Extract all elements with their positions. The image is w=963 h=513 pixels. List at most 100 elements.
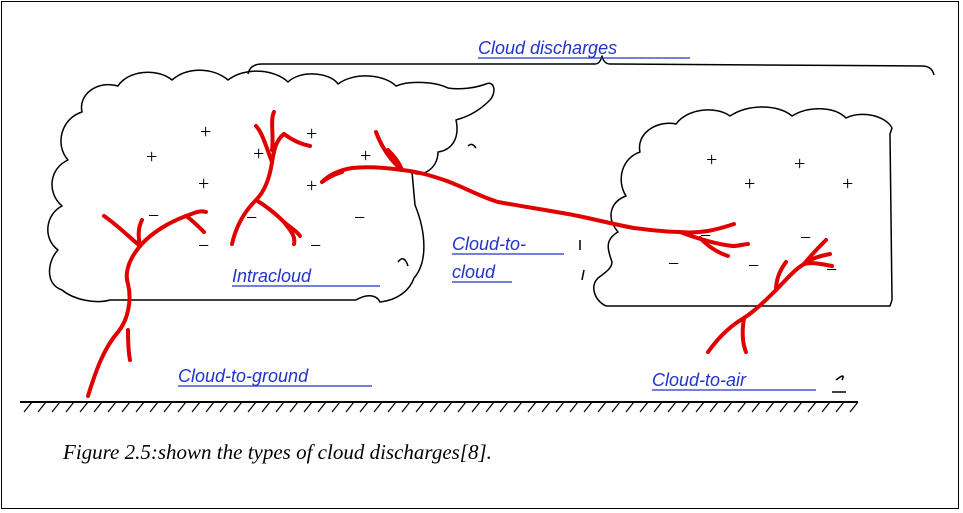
hatch-mark — [37, 401, 47, 413]
intracloud-bolt — [230, 110, 312, 246]
negative-charge: − — [148, 205, 159, 227]
hatch-mark — [541, 401, 551, 413]
hatch-mark — [191, 401, 201, 413]
hatch-mark — [303, 401, 313, 413]
hatch-mark — [121, 401, 131, 413]
hatch-mark — [289, 401, 299, 413]
discharge-bracket — [247, 55, 935, 76]
hatch-mark — [807, 401, 817, 413]
right-cloud-charges: + + + + − − − − − — [668, 149, 853, 281]
hatch-mark — [625, 401, 635, 413]
right-cloud-outline — [593, 106, 893, 307]
cloud-to-ground-bolt — [86, 209, 208, 398]
hatch-mark — [695, 401, 705, 413]
hatch-mark — [317, 401, 327, 413]
hatch-mark — [261, 401, 271, 413]
cloud-to-cloud-label-line2: cloud — [452, 262, 496, 282]
negative-charge: − — [826, 259, 837, 281]
cloud-to-air-bolt — [706, 238, 834, 354]
hatch-mark — [681, 401, 691, 413]
negative-charge: − — [748, 255, 759, 277]
positive-charge: + — [360, 145, 371, 167]
negative-charge: − — [310, 235, 321, 257]
hatch-mark — [401, 401, 411, 413]
hatch-mark — [611, 401, 621, 413]
hatch-mark — [79, 401, 89, 413]
hatch-mark — [443, 401, 453, 413]
hatch-mark — [205, 401, 215, 413]
hatch-mark — [723, 401, 733, 413]
hatch-mark — [779, 401, 789, 413]
positive-charge: + — [744, 173, 755, 195]
negative-charge: − — [198, 235, 209, 257]
hatch-mark — [359, 401, 369, 413]
hatch-mark — [639, 401, 649, 413]
hatch-mark — [219, 401, 229, 413]
hatch-mark — [709, 401, 719, 413]
hatch-mark — [275, 401, 285, 413]
hatch-mark — [107, 401, 117, 413]
hatch-mark — [457, 401, 467, 413]
right-cloud-detail — [835, 375, 844, 381]
positive-charge: + — [794, 153, 805, 175]
left-cloud-charges: + + + + + + + − − − − − — [146, 121, 371, 257]
hatch-mark — [513, 401, 523, 413]
positive-charge: + — [306, 175, 317, 197]
positive-charge: + — [842, 173, 853, 195]
right-cloud-detail — [581, 269, 585, 281]
hatch-mark — [751, 401, 761, 413]
hatch-mark — [135, 401, 145, 413]
hatch-mark — [177, 401, 187, 413]
hatch-mark — [23, 401, 33, 413]
hatch-mark — [667, 401, 677, 413]
hatch-mark — [569, 401, 579, 413]
hatch-mark — [163, 401, 173, 413]
hatch-mark — [821, 401, 831, 413]
negative-charge: − — [354, 207, 365, 229]
positive-charge: + — [198, 173, 209, 195]
hatch-mark — [583, 401, 593, 413]
hatch-mark — [415, 401, 425, 413]
left-cloud-outline — [47, 69, 495, 303]
cloud-to-cloud-label: Cloud-to- — [452, 234, 526, 254]
negative-charge: − — [246, 207, 257, 229]
hatch-mark — [499, 401, 509, 413]
cloud-to-cloud-bolt — [320, 130, 750, 258]
hatch-mark — [849, 401, 859, 413]
hatch-mark — [429, 401, 439, 413]
hatch-mark — [387, 401, 397, 413]
negative-charge: − — [668, 253, 679, 275]
hatch-mark — [373, 401, 383, 413]
hatch-mark — [835, 401, 845, 413]
hatch-mark — [653, 401, 663, 413]
hatch-mark — [597, 401, 607, 413]
hatch-mark — [51, 401, 61, 413]
hatch-mark — [737, 401, 747, 413]
hatch-mark — [765, 401, 775, 413]
positive-charge: + — [306, 123, 317, 145]
hatch-mark — [527, 401, 537, 413]
hatch-mark — [485, 401, 495, 413]
left-cloud-detail — [397, 258, 409, 267]
negative-charge: − — [700, 225, 711, 247]
hatch-mark — [93, 401, 103, 413]
positive-charge: + — [146, 146, 157, 168]
hatch-mark — [555, 401, 565, 413]
hatch-mark — [793, 401, 803, 413]
cloud-to-ground-label: Cloud-to-ground — [178, 366, 309, 386]
negative-charge: − — [800, 227, 811, 249]
intracloud-label: Intracloud — [232, 266, 312, 286]
hatch-mark — [471, 401, 481, 413]
left-cloud-detail — [467, 143, 477, 149]
figure-caption: Figure 2.5:shown the types of cloud disc… — [63, 440, 492, 464]
positive-charge: + — [706, 149, 717, 171]
cloud-to-air-label: Cloud-to-air — [652, 370, 747, 390]
ground-hatching — [23, 401, 859, 413]
hatch-mark — [65, 401, 75, 413]
hatch-mark — [233, 401, 243, 413]
cloud-discharges-label: Cloud discharges — [478, 38, 617, 58]
positive-charge: + — [200, 121, 211, 143]
hatch-mark — [149, 401, 159, 413]
hatch-mark — [345, 401, 355, 413]
